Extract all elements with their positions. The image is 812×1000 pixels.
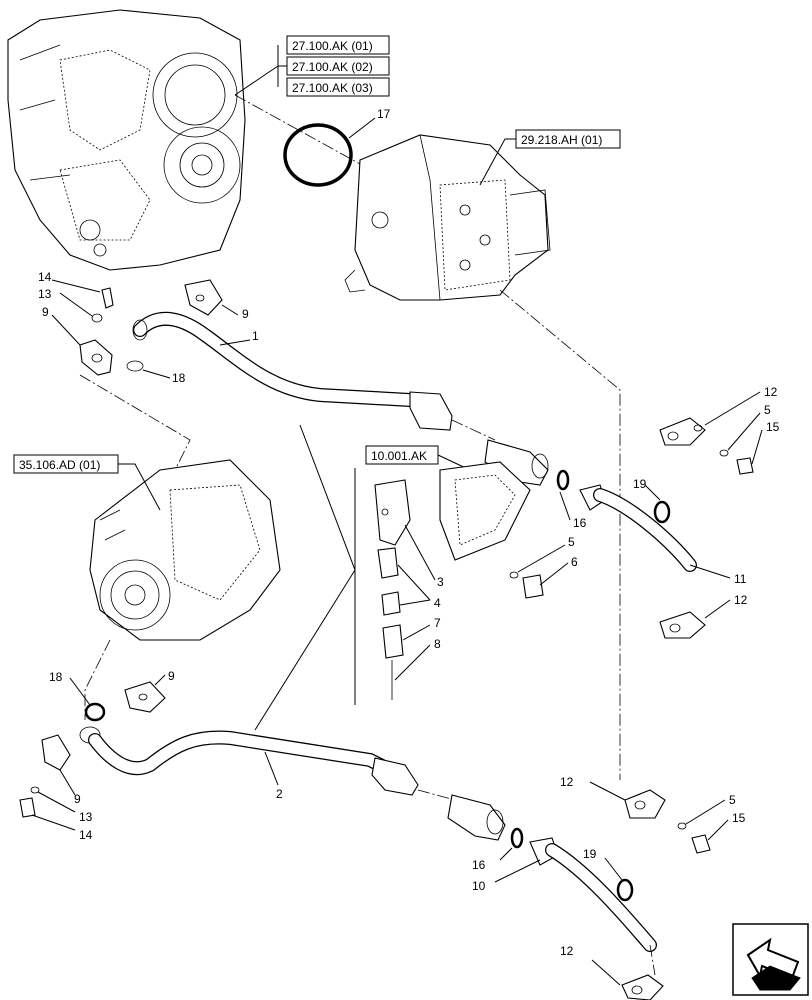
callout-14-lower: 14: [79, 828, 93, 842]
gearbox-reference-box-1[interactable]: [286, 35, 390, 55]
callout-5-lower-right: 5: [729, 793, 736, 807]
callout-12-lower-upper: 12: [560, 775, 574, 789]
flange-assembly-lower-right: 12 5 15 12: [560, 775, 746, 1000]
callout-7: 7: [434, 616, 441, 630]
pump-reference[interactable]: 29.218.AH (01): [521, 133, 602, 147]
drive-reference-group: 35.106.AD (01): [13, 454, 161, 511]
gearbox-reference-1[interactable]: 27.100.AK (01): [292, 39, 373, 53]
hydraulic-pump: [344, 134, 551, 301]
callout-10: 10: [472, 879, 486, 893]
callout-1: 1: [252, 329, 259, 343]
callout-19-upper: 19: [633, 477, 647, 491]
bracket-parts: 3 4 7 8 5 6: [374, 479, 578, 700]
pipe-2: 2: [88, 730, 419, 801]
gearbox-reference-3[interactable]: 27.100.AK (03): [292, 81, 373, 95]
gearbox-reference-group: 27.100.AK (01) 27.100.AK (02) 27.100.AK …: [234, 35, 390, 97]
callout-16-upper: 16: [573, 516, 587, 530]
callout-15-lower: 15: [732, 811, 746, 825]
fitting-upper: 16 11 19: [484, 439, 747, 586]
bracket-reference[interactable]: 10.001.AK: [371, 449, 427, 463]
pump-reference-group: 29.218.AH (01): [479, 129, 621, 186]
fitting-lower: 16 10 19: [447, 794, 657, 952]
gearbox-reference-box-3[interactable]: [286, 77, 390, 97]
callout-15-upper: 15: [766, 420, 780, 434]
callout-12-mid: 12: [734, 593, 748, 607]
callout-6: 6: [571, 555, 578, 569]
flange-assembly-upper-right: 12 5 15 12: [659, 385, 780, 639]
next-page-arrow-icon[interactable]: [732, 923, 809, 996]
callout-9-lower-left: 9: [74, 792, 81, 806]
callout-3: 3: [437, 575, 444, 589]
callout-2: 2: [276, 787, 283, 801]
callout-14-upper: 14: [38, 270, 52, 284]
callout-12-upper: 12: [764, 385, 778, 399]
callout-4: 4: [434, 596, 441, 610]
callout-18-upper: 18: [172, 371, 186, 385]
callout-5-upper-right: 5: [764, 403, 771, 417]
callout-12-lower-bottom: 12: [560, 944, 574, 958]
callout-13-upper: 13: [38, 287, 52, 301]
callout-18-lower: 18: [49, 670, 63, 684]
bracket-reference-group: 10.001.AK: [365, 445, 531, 561]
gearbox-reference-2[interactable]: 27.100.AK (02): [292, 60, 373, 74]
flange-assembly-lower-left: 18 9 9 13 14: [19, 669, 175, 842]
callout-9-upper-left: 9: [42, 305, 49, 319]
callout-19-lower: 19: [583, 847, 597, 861]
flange-assembly-upper-left: 14 13 9 18: [38, 270, 186, 385]
callout-11: 11: [734, 572, 747, 586]
o-ring-17: 17: [283, 107, 391, 187]
drive-reference[interactable]: 35.106.AD (01): [19, 458, 100, 472]
callout-9-upper-pipe: 9: [242, 307, 249, 321]
gearbox-housing: [7, 9, 246, 271]
callout-13-lower: 13: [79, 810, 93, 824]
callout-17: 17: [377, 107, 391, 121]
drive-housing: [89, 459, 281, 641]
callout-8: 8: [434, 637, 441, 651]
callout-5-bracket: 5: [568, 535, 575, 549]
callout-16-lower: 16: [472, 858, 486, 872]
pipe-1: 9 1: [132, 279, 453, 431]
callout-9-lower-right: 9: [168, 669, 175, 683]
